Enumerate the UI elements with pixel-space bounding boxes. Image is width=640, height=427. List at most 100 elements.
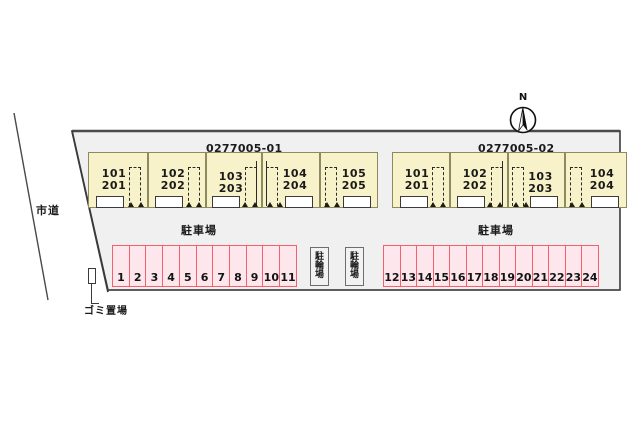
parking-stall-number: 8 <box>234 271 242 284</box>
parking-stall-number: 9 <box>250 271 259 284</box>
parking-stall-number: 5 <box>183 271 192 284</box>
unit-floor1-number: 105 <box>341 167 367 181</box>
building-code-01: 0277005-01 <box>206 142 283 155</box>
parking-stall-21[interactable]: 21 <box>531 245 550 287</box>
entry-marker-icon <box>196 202 202 207</box>
unit-floor2-number: 201 <box>101 179 127 192</box>
trash-area-box[interactable] <box>88 268 96 284</box>
unit-103-203[interactable]: 103 203 <box>508 152 565 208</box>
parking-stall-number: 12 <box>384 271 400 284</box>
entry-marker-icon <box>569 202 575 207</box>
trash-leader-horizontal <box>91 303 99 305</box>
parking-stall-number: 14 <box>417 271 433 284</box>
entry-marker-icon <box>579 202 585 207</box>
parking-stall-number: 15 <box>433 271 450 284</box>
entry-marker-icon <box>324 202 330 207</box>
unit-floor2-number: 204 <box>589 179 615 192</box>
unit-102-202[interactable]: 102 202 <box>148 152 206 208</box>
bike-char: 輪 <box>314 261 324 271</box>
unit-105-205[interactable]: 105 205 <box>320 152 378 208</box>
parking-label-right: 駐車場 <box>478 224 514 237</box>
entry-marker-icon <box>430 202 436 207</box>
unit-104-204[interactable]: 104 204 <box>262 152 320 208</box>
parking-label-left: 駐車場 <box>181 224 217 237</box>
parking-stall-number: 20 <box>516 271 532 284</box>
parking-stall-12[interactable]: 12 <box>383 245 401 287</box>
unit-floor2-number: 203 <box>218 182 244 195</box>
unit-101-201[interactable]: 101 201 <box>88 152 148 208</box>
parking-stall-number: 6 <box>200 271 209 284</box>
bicycle-parking-2[interactable]: 駐 輪 場 <box>345 247 364 286</box>
parking-stall-22[interactable]: 22 <box>548 245 566 287</box>
parking-stall-7[interactable]: 7 <box>212 245 231 287</box>
unit-103-203[interactable]: 103 203 <box>206 152 262 208</box>
parking-stall-16[interactable]: 16 <box>449 245 467 287</box>
stair-divider <box>501 161 503 206</box>
entry-marker-icon <box>138 202 144 207</box>
building-code-02: 0277005-02 <box>478 142 555 155</box>
unit-102-202[interactable]: 102 202 <box>450 152 508 208</box>
bike-char: 輪 <box>349 261 359 271</box>
lot-west-edge <box>71 130 109 293</box>
unit-number-stack: 104 204 <box>590 168 614 191</box>
stair-icon <box>266 167 278 206</box>
unit-104-204[interactable]: 104 204 <box>565 152 627 208</box>
parking-stall-14[interactable]: 14 <box>416 245 434 287</box>
entry-marker-icon <box>128 202 134 207</box>
compass-needle-icon <box>509 106 537 134</box>
parking-stall-10[interactable]: 10 <box>262 245 281 287</box>
balcony <box>285 196 313 208</box>
unit-floor1-number: 104 <box>589 167 615 181</box>
parking-stall-15[interactable]: 15 <box>432 245 451 287</box>
parking-stall-19[interactable]: 19 <box>498 245 517 287</box>
unit-floor2-number: 203 <box>528 182 553 195</box>
parking-stall-2[interactable]: 2 <box>128 245 147 287</box>
entry-marker-icon <box>252 202 258 207</box>
bike-char: 場 <box>314 270 324 280</box>
parking-stall-24[interactable]: 24 <box>581 245 599 287</box>
parking-stall-number: 19 <box>499 271 516 284</box>
parking-stall-number: 17 <box>466 271 483 284</box>
parking-stall-number: 2 <box>133 271 142 284</box>
unit-number-stack: 103 203 <box>528 171 552 194</box>
parking-stall-6[interactable]: 6 <box>195 245 214 287</box>
building-block-02: 101 201 102 202 103 203 <box>392 152 627 208</box>
parking-stall-number: 22 <box>549 271 565 284</box>
parking-stall-18[interactable]: 18 <box>482 245 500 287</box>
unit-floor2-number: 202 <box>160 179 186 192</box>
parking-stall-8[interactable]: 8 <box>228 245 247 287</box>
trash-label: ゴミ置場 <box>84 306 128 317</box>
parking-stall-number: 4 <box>167 271 175 284</box>
parking-stall-number: 23 <box>565 271 582 284</box>
parking-stall-number: 16 <box>450 271 466 284</box>
parking-stall-23[interactable]: 23 <box>564 245 583 287</box>
unit-number-stack: 102 202 <box>463 168 487 191</box>
unit-101-201[interactable]: 101 201 <box>392 152 450 208</box>
unit-floor2-number: 202 <box>462 179 488 192</box>
stair-icon <box>512 167 524 206</box>
parking-stall-4[interactable]: 4 <box>162 245 181 287</box>
stair-divider <box>266 161 268 206</box>
parking-stall-11[interactable]: 11 <box>279 245 298 287</box>
unit-number-stack: 101 201 <box>405 168 429 191</box>
unit-floor2-number: 201 <box>404 179 430 192</box>
parking-stall-9[interactable]: 9 <box>245 245 264 287</box>
parking-stall-13[interactable]: 13 <box>399 245 418 287</box>
unit-number-stack: 101 201 <box>102 168 126 191</box>
bicycle-parking-1[interactable]: 駐 輪 場 <box>310 247 329 286</box>
balcony <box>400 196 428 208</box>
parking-stall-1[interactable]: 1 <box>112 245 130 287</box>
parking-stall-number: 1 <box>117 271 125 284</box>
parking-stall-3[interactable]: 3 <box>145 245 164 287</box>
balcony <box>591 196 619 208</box>
unit-number-stack: 102 202 <box>161 168 185 191</box>
entry-marker-icon <box>523 202 529 207</box>
entry-marker-icon <box>487 202 493 207</box>
stair-icon <box>432 167 444 206</box>
parking-stall-20[interactable]: 20 <box>515 245 533 287</box>
unit-floor1-number: 104 <box>282 167 308 181</box>
parking-stall-17[interactable]: 17 <box>465 245 484 287</box>
parking-stall-5[interactable]: 5 <box>178 245 197 287</box>
unit-number-stack: 103 203 <box>219 171 243 194</box>
